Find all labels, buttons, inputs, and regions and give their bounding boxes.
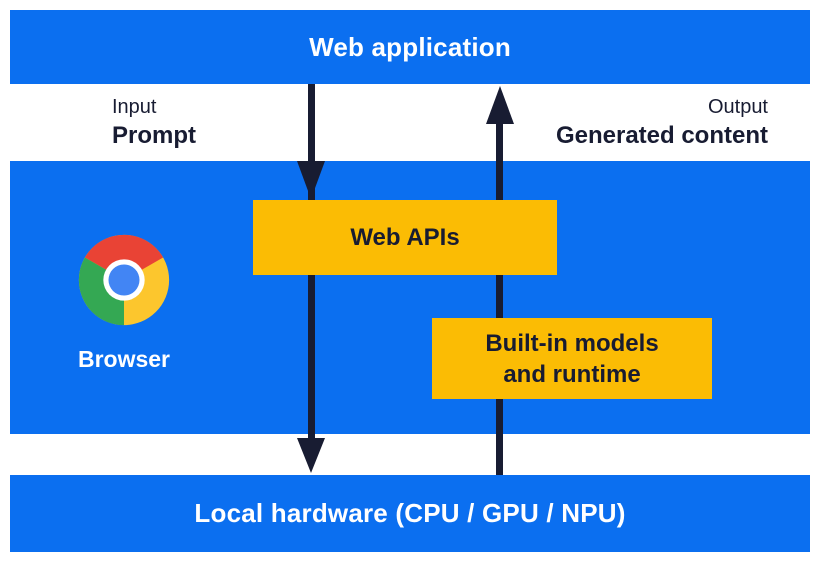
output-value: Generated content <box>555 122 768 149</box>
built-in-models-label-line1: Built-in models <box>485 329 659 357</box>
web-apis-label: Web APIs <box>350 223 460 251</box>
built-in-models-box: Built-in models and runtime <box>432 318 712 399</box>
input-title: Input <box>112 96 157 118</box>
input-label-group: Input Prompt <box>112 97 196 148</box>
browser-label: Browser <box>77 346 171 372</box>
input-value: Prompt <box>112 122 196 149</box>
chrome-logo-icon <box>78 234 170 326</box>
local-hardware-bar: Local hardware (CPU / GPU / NPU) <box>10 475 810 552</box>
web-application-bar: Web application <box>10 10 810 84</box>
web-application-label: Web application <box>309 31 511 62</box>
web-apis-box: Web APIs <box>253 200 557 275</box>
built-in-models-label-line2: and runtime <box>503 360 641 388</box>
local-hardware-label: Local hardware (CPU / GPU / NPU) <box>194 498 626 528</box>
output-label-group: Output Generated content <box>556 97 768 148</box>
browser-identity: Browser <box>44 233 204 373</box>
output-title: Output <box>707 96 768 118</box>
